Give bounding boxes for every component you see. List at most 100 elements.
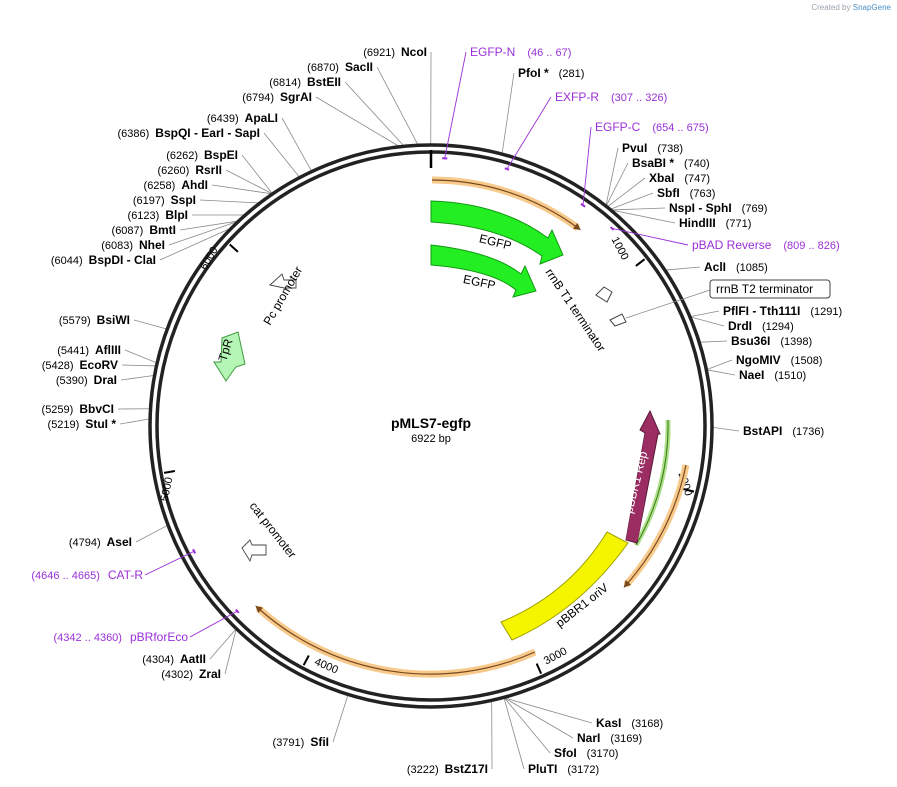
site-label: NspI - SphI(769) <box>669 201 767 215</box>
primer-label: EGFP-C(654 .. 675) <box>595 120 709 134</box>
features: EGFP EGFP rrnB T1 terminator rrnB T2 ter… <box>213 176 831 678</box>
site-position: (1736) <box>792 426 824 438</box>
site-label: SfoI(3170) <box>554 746 618 760</box>
site-position: (5219) <box>48 419 80 431</box>
site-label: BsaBI *(740) <box>632 156 710 170</box>
site-label: NgoMIV(1508) <box>736 353 822 367</box>
site-name: BmtI <box>149 223 176 237</box>
tick-label: 5000 <box>159 476 176 502</box>
site-name: HindIII <box>679 216 716 230</box>
site-name: SbfI <box>657 186 680 200</box>
primer-range: (4342 .. 4360) <box>53 632 122 644</box>
plasmid-size: 6922 bp <box>411 433 451 445</box>
site-label: SspI(6197) <box>133 193 196 207</box>
primer-label: EGFP-N(46 .. 67) <box>470 45 571 59</box>
cat-promoter-icon <box>241 539 267 563</box>
site-name: PvuI <box>622 141 647 155</box>
site-position: (3169) <box>610 733 642 745</box>
site-leader-lines <box>117 51 740 770</box>
site-leader <box>124 349 157 364</box>
site-name: AseI <box>107 535 132 549</box>
site-name: PluTI <box>528 762 557 776</box>
site-name: SgrAI <box>280 90 312 104</box>
site-leader <box>199 199 259 204</box>
primer-name: EGFP-N <box>470 45 515 59</box>
site-label: NcoI(6921) <box>363 45 427 59</box>
site-position: (6439) <box>207 113 239 125</box>
tick-label: 6000 <box>198 245 221 272</box>
site-label: BspEI(6262) <box>166 148 238 162</box>
site-label: RsrII(6260) <box>158 163 222 177</box>
site-name: KasI <box>596 716 621 730</box>
site-name: BlpI <box>165 208 188 222</box>
site-position: (4794) <box>69 537 101 549</box>
site-position: (6794) <box>242 92 274 104</box>
site-label: BbvCI (5259) <box>42 402 114 416</box>
site-leader <box>344 81 404 146</box>
pc-promoter-label: Pc promoter <box>260 264 305 328</box>
restriction-sites: NcoI(6921)SacII(6870)BstEII(6814)SgrAI(6… <box>42 45 843 776</box>
site-position: (771) <box>726 218 752 230</box>
site-leader <box>241 154 273 194</box>
primer-mark <box>504 167 510 171</box>
site-position: (6087) <box>112 225 144 237</box>
site-name: PflFI - Tth111I <box>723 304 800 318</box>
site-label: BlpI(6123) <box>128 208 188 222</box>
site-position: (3170) <box>587 748 619 760</box>
site-leader <box>607 177 646 207</box>
rrnb-t2-label: rrnB T2 terminator <box>716 282 813 296</box>
site-position: (3222) <box>407 764 439 776</box>
site-name: BstZ17I <box>445 762 488 776</box>
site-position: (4304) <box>142 654 174 666</box>
site-name: BbvCI <box>79 402 114 416</box>
site-position: (5428) <box>42 360 74 372</box>
orf-arc-cat <box>255 605 537 678</box>
site-label: AflIII(5441) <box>57 343 121 357</box>
site-label: BsiWI(5579) <box>59 313 130 327</box>
site-position: (1291) <box>810 306 842 318</box>
site-leader <box>209 629 236 660</box>
primer-mark <box>192 548 197 554</box>
site-label: NarI (3169) <box>577 731 642 745</box>
site-label: NheI(6083) <box>101 238 165 252</box>
primer-name: EGFP-C <box>595 120 641 134</box>
site-label: AseI (4794) <box>69 535 132 549</box>
primer-range: (809 .. 826) <box>783 240 839 252</box>
site-name: NspI - SphI <box>669 201 732 215</box>
site-label: StuI *(5219) <box>48 417 117 431</box>
site-position: (3791) <box>273 737 305 749</box>
site-label: SfiI(3791) <box>273 735 329 749</box>
site-position: (5259) <box>42 404 74 416</box>
site-leader <box>211 184 272 195</box>
site-leader <box>120 375 154 381</box>
primer-leader <box>189 610 238 638</box>
site-name: Bsu36I <box>731 334 770 348</box>
site-position: (763) <box>690 188 716 200</box>
site-label: AatII (4304) <box>142 652 206 666</box>
pc-promoter-icon <box>269 273 297 289</box>
site-label: BspQI - EarI - SapI(6386) <box>118 126 261 140</box>
site-position: (6260) <box>158 165 190 177</box>
site-position: (6870) <box>307 62 339 74</box>
primer-label: pBRforEco(4342 .. 4360) <box>53 630 188 644</box>
primer-mark <box>235 608 240 614</box>
site-name: AflIII <box>95 343 121 357</box>
site-name: SacII <box>345 60 373 74</box>
primers: EGFP-N(46 .. 67)EXFP-R(307 .. 326)EGFP-C… <box>31 45 839 644</box>
site-leader <box>612 207 666 211</box>
site-position: (6044) <box>51 255 83 267</box>
site-label: SacII (6870) <box>307 60 373 74</box>
site-name: ZraI <box>199 667 221 681</box>
site-name: AatII <box>180 652 206 666</box>
egfp-label-2: EGFP <box>462 272 497 292</box>
site-label: BstZ17I (3222) <box>407 762 488 776</box>
site-leader <box>690 310 720 317</box>
rrnb-t2-box <box>709 279 831 299</box>
site-position: (738) <box>657 143 683 155</box>
plasmid-name: pMLS7-egfp <box>391 415 471 431</box>
site-leader <box>610 192 654 210</box>
site-label: PflFI - Tth111I (1291) <box>723 304 842 318</box>
site-name: NarI <box>577 731 600 745</box>
